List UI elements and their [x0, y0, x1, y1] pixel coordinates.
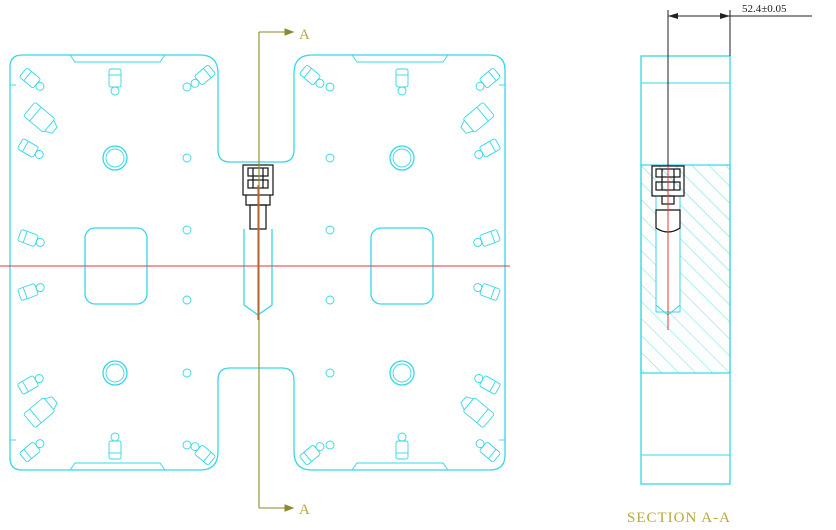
section-view: 52.4±0.05 SECTION A-A	[627, 3, 812, 526]
dimension-52-4	[667, 10, 812, 166]
section-title: SECTION A-A	[627, 510, 731, 526]
section-marker-bottom: A	[299, 502, 310, 518]
plan-view: A A	[0, 27, 510, 518]
section-marker-top: A	[299, 27, 310, 43]
dimension-label: 52.4±0.05	[742, 3, 787, 15]
section-line-a-a	[258, 28, 295, 512]
left-plate-outline	[9, 54, 506, 471]
